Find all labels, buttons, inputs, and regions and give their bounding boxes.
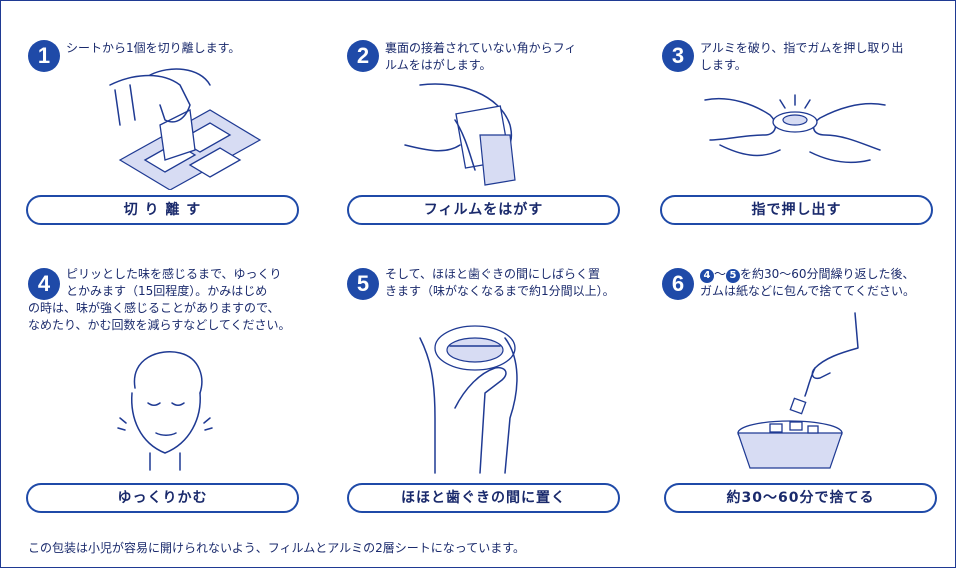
step-label: 約30〜60分で捨てる	[664, 483, 937, 513]
step-number-badge: 6	[662, 268, 694, 300]
step-number-badge: 4	[28, 268, 60, 300]
step-number-badge: 2	[347, 40, 379, 72]
chewing-face-illustration	[117, 351, 213, 471]
place-gum-illustration	[419, 325, 518, 474]
step-description: 裏面の接着されていない角からフィ ルムをはがします。	[385, 41, 577, 72]
step-label: ゆっくりかむ	[26, 483, 299, 513]
step-number-badge: 5	[347, 268, 379, 300]
step-description-continued: の時は、味が強く感じることがありますので、 なめたり、かむ回数を減らすなどしてく…	[28, 301, 291, 332]
step-description: そして、ほほと歯ぐきの間にしばらく置 きます（味がなくなるまで約1分間以上）。	[385, 267, 615, 298]
peel-film-illustration	[404, 83, 516, 186]
step-label: 切 り 離 す	[26, 195, 299, 225]
step-description: アルミを破り、指でガムを押し取り出 します。	[700, 41, 904, 72]
step-description: ピリッとした味を感じるまで、ゆっくり とかみます（15回程度）。かみはじめ	[66, 267, 282, 298]
step-number-badge: 1	[28, 40, 60, 72]
step-label: 指で押し出す	[660, 195, 933, 225]
step-description-text: を約30〜60分間繰り返した後、 ガムは紙などに包んで捨ててください。	[700, 267, 916, 298]
step-ref-separator: 〜	[714, 267, 727, 281]
tear-off-sheet-illustration	[109, 68, 262, 190]
step-number-badge: 3	[662, 40, 694, 72]
step-ref-badge: 5	[726, 269, 741, 283]
discard-gum-illustration	[737, 312, 859, 469]
package-notice: この包装は小児が容易に開けられないよう、フィルムとアルミの2層シートになっていま…	[28, 541, 525, 555]
step-label: フィルムをはがす	[347, 195, 620, 225]
step-description: シートから1個を切り離します。	[66, 41, 241, 55]
step-label: ほほと歯ぐきの間に置く	[347, 483, 620, 513]
step-ref-badge: 4	[700, 269, 714, 283]
push-out-gum-illustration	[704, 94, 886, 164]
